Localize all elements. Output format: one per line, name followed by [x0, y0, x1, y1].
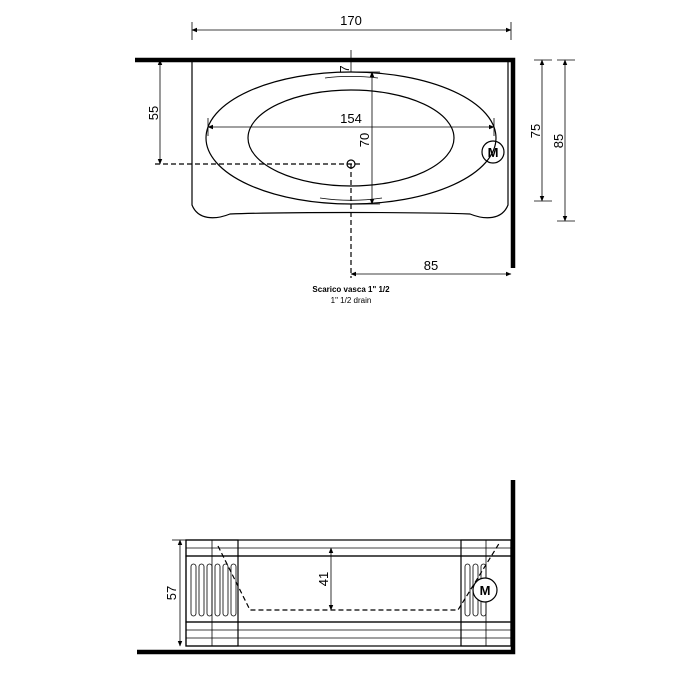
top-view: M 170 154 55 70 7 75 85 [135, 13, 575, 305]
dimension-57: 57 [164, 586, 179, 600]
side-wall [137, 480, 516, 655]
dimension-75: 75 [528, 124, 543, 138]
drain-label-italian: Scarico vasca 1" 1/2 [312, 285, 390, 294]
dimension-154: 154 [340, 111, 362, 126]
motor-symbol-side [472, 577, 498, 603]
left-flutes [190, 563, 237, 617]
top-wall [135, 57, 516, 268]
dimension-55: 55 [146, 106, 161, 120]
motor-label-side: M [480, 583, 491, 598]
motor-label: M [488, 145, 499, 160]
drain-label-english: 1" 1/2 drain [331, 296, 372, 305]
dimension-85-horizontal: 85 [424, 258, 438, 273]
rim-detail [324, 76, 379, 79]
tub-basin [247, 89, 455, 187]
tub-outline-top [191, 60, 509, 219]
dimension-70: 70 [357, 133, 372, 147]
basin-profile [217, 541, 501, 611]
tub-base-band [185, 621, 512, 647]
dimension-7: 7 [337, 65, 352, 72]
tub-side-panel [185, 555, 512, 623]
dimension-85-vertical: 85 [551, 134, 566, 148]
motor-symbol [481, 140, 505, 164]
dimension-41: 41 [316, 572, 331, 586]
side-view: M 41 57 [137, 480, 516, 655]
dimension-170: 170 [340, 13, 362, 28]
